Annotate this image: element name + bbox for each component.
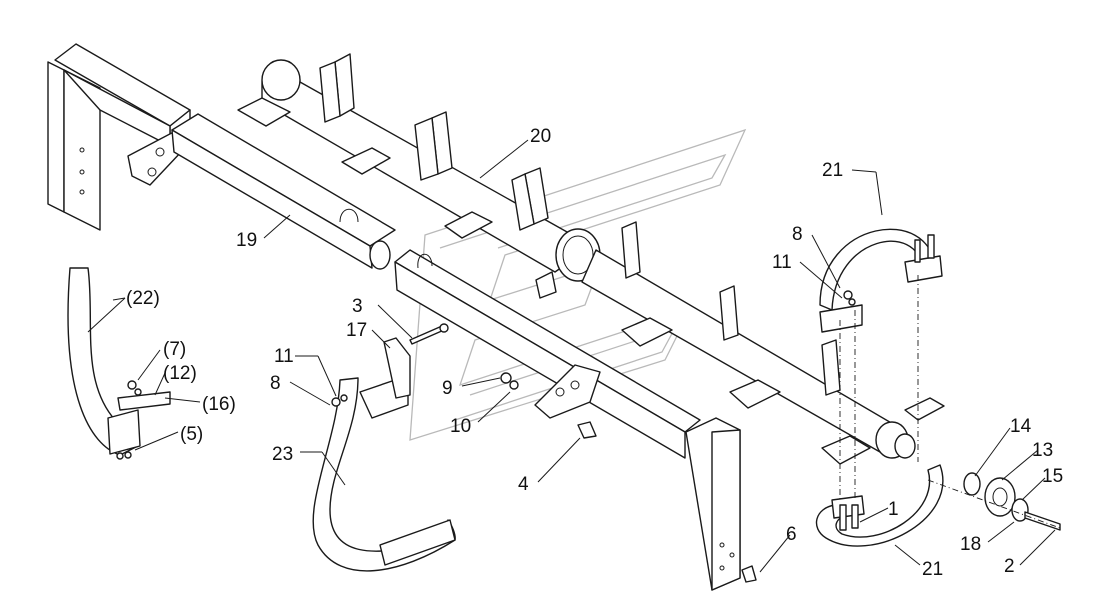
center-mount-bracket [534,364,601,419]
callout-11-right: 11 [772,252,792,273]
spring-tine-23 [312,377,456,572]
left-upright-plate [47,61,101,231]
callout-21-lower: 21 [922,559,943,580]
spring-tine-22 [67,267,171,456]
callout-1: 1 [888,499,899,520]
callout-18: 18 [960,534,981,555]
callout-14: 14 [1010,416,1032,437]
spring-tine-21-upper [819,228,943,333]
callout-2: 2 [1004,556,1015,577]
callout-8-left: 8 [270,373,281,394]
callout-6: 6 [786,524,797,545]
hub-assembly [963,472,1061,531]
callout-12: (12) [163,363,197,384]
spring-tine-21-lower [815,464,944,547]
callout-19: 19 [236,230,257,251]
callout-3: 3 [352,296,363,317]
rear-round-tube [581,221,945,465]
right-upright-plate [685,417,741,591]
callout-13: 13 [1032,440,1053,461]
callout-8-right: 8 [792,224,803,245]
callout-16: (16) [202,394,236,415]
callout-5: (5) [180,424,203,445]
frame-tube-19 [171,113,396,270]
callout-17: 17 [346,320,367,341]
leader-lines [87,139,1056,573]
callout-10: 10 [450,416,471,437]
assembly-center-lines [839,275,1061,529]
fasteners [116,234,935,583]
callout-9: 9 [442,378,453,399]
callout-15: 15 [1042,466,1063,487]
callout-4: 4 [518,474,529,495]
callout-23: 23 [272,444,293,465]
clamp-bracket-17 [359,337,411,419]
rear-frame-beam [54,43,191,147]
callout-labels: 20 21 21 19 (22) (7) (12) (16) (5) 3 17 … [126,126,1063,580]
callout-22: (22) [126,288,160,309]
callout-11-left: 11 [274,346,294,367]
callout-21-upper: 21 [822,160,843,181]
callout-7: (7) [163,339,186,360]
callout-20: 20 [530,126,551,147]
tube-20-brackets [237,53,557,299]
